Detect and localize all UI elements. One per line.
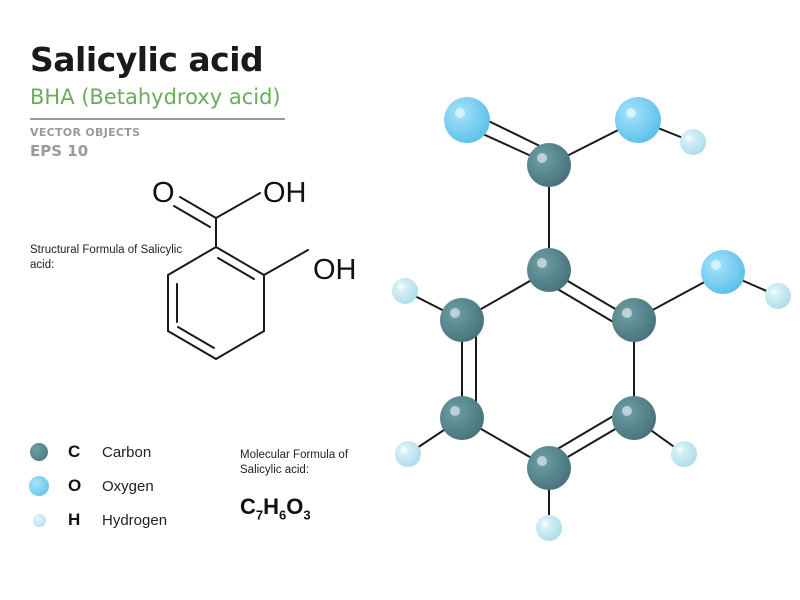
acid-oh-label: OH bbox=[263, 177, 307, 209]
ring-bond bbox=[167, 246, 217, 276]
ring-double-bond bbox=[217, 257, 255, 280]
atom-highlight bbox=[622, 308, 632, 318]
atom-highlight bbox=[686, 135, 692, 141]
hydrogen-atom bbox=[392, 278, 418, 304]
atom-highlight bbox=[401, 447, 407, 453]
ring-double-bond bbox=[177, 326, 215, 349]
atom-highlight bbox=[677, 447, 683, 453]
legend-name: Oxygen bbox=[102, 477, 154, 495]
vector-objects-label: VECTOR OBJECTS bbox=[30, 126, 141, 139]
header-divider bbox=[30, 118, 285, 120]
legend-name: Hydrogen bbox=[102, 511, 168, 529]
atom-highlight bbox=[542, 521, 548, 527]
atom-highlight bbox=[537, 456, 547, 466]
carbon-atom bbox=[527, 248, 571, 292]
hydrogen-atom bbox=[680, 129, 706, 155]
page-title: Salicylic acid bbox=[30, 40, 264, 79]
carbon-swatch-icon bbox=[30, 443, 48, 461]
hydrogen-atom bbox=[671, 441, 697, 467]
hydrogen-swatch-icon bbox=[33, 513, 46, 527]
phenol-oh-label: OH bbox=[313, 254, 357, 286]
ring-bond bbox=[167, 330, 217, 360]
oxygen-atom bbox=[444, 97, 490, 143]
model-bond bbox=[548, 283, 621, 327]
carbon-atom bbox=[612, 396, 656, 440]
atom-highlight bbox=[622, 406, 632, 416]
atom-highlight bbox=[626, 108, 636, 118]
carbon-atom bbox=[440, 298, 484, 342]
atom-highlight bbox=[771, 289, 777, 295]
hydrogen-atom bbox=[536, 515, 562, 541]
legend-symbol: H bbox=[68, 510, 81, 529]
oxygen-swatch-icon bbox=[29, 476, 49, 496]
ring-bond bbox=[215, 330, 265, 360]
carbonyl-bond bbox=[179, 196, 217, 219]
legend-symbol: C bbox=[68, 442, 81, 461]
ring-bond bbox=[215, 246, 265, 276]
formula-h: H bbox=[263, 494, 280, 519]
formula-h-count: 6 bbox=[279, 507, 287, 523]
legend-item-oxygen: O Oxygen bbox=[29, 472, 154, 500]
atom-highlight bbox=[450, 308, 460, 318]
legend-item-hydrogen: H Hydrogen bbox=[30, 506, 167, 534]
carbon-atom bbox=[527, 143, 571, 187]
atom-highlight bbox=[711, 260, 721, 270]
model-bond bbox=[548, 411, 621, 455]
hydrogen-atom bbox=[395, 441, 421, 467]
page-subtitle: BHA (Betahydroxy acid) bbox=[30, 85, 281, 109]
carbon-atom bbox=[527, 446, 571, 490]
eps-label: EPS 10 bbox=[30, 142, 89, 160]
carbonyl-bond bbox=[173, 205, 211, 228]
acid-oh-bond bbox=[215, 192, 261, 219]
atom-highlight bbox=[537, 258, 547, 268]
atom-highlight bbox=[455, 108, 465, 118]
formula-o-count: 3 bbox=[303, 507, 311, 523]
formula-c: C bbox=[240, 494, 256, 519]
carbon-atom bbox=[440, 396, 484, 440]
atom-highlight bbox=[450, 406, 460, 416]
formula-c-count: 7 bbox=[255, 507, 264, 523]
formula-o: O bbox=[286, 494, 304, 519]
oxygen-atom bbox=[701, 250, 745, 294]
oxygen-atom bbox=[615, 97, 661, 143]
molecular-formula: C7H6O3 bbox=[240, 494, 311, 522]
carbon-atom bbox=[612, 298, 656, 342]
legend-name: Carbon bbox=[102, 443, 152, 461]
atom-highlight bbox=[537, 153, 547, 163]
carbonyl-o-label: O bbox=[152, 177, 175, 209]
molecular-formula-caption: Molecular Formula of Salicylic acid: bbox=[240, 449, 349, 476]
phenol-oh-bond bbox=[263, 249, 309, 276]
hydrogen-atom bbox=[765, 283, 791, 309]
legend-symbol: O bbox=[68, 476, 82, 495]
atom-highlight bbox=[398, 284, 404, 290]
structural-formula-caption: Structural Formula of Salicylic acid: bbox=[30, 244, 183, 271]
legend-item-carbon: C Carbon bbox=[30, 438, 151, 466]
